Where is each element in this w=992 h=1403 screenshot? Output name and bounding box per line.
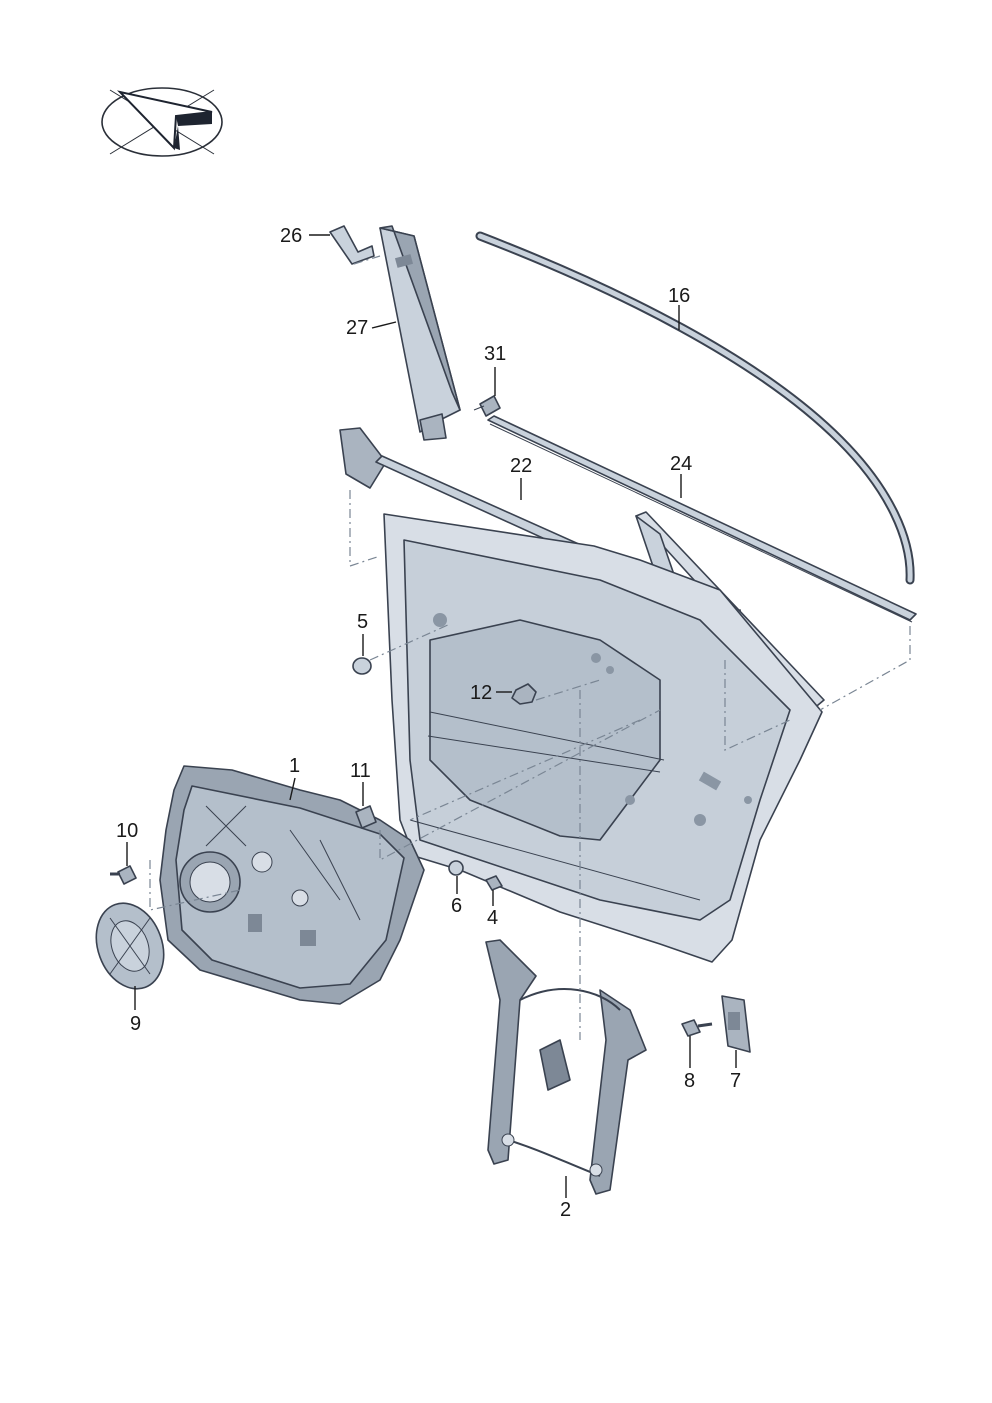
callout-7: 7 xyxy=(730,1070,741,1092)
part-7-bracket xyxy=(721,995,751,1053)
part-2-window-regulator xyxy=(485,939,647,1195)
part-24-inner-seal xyxy=(487,415,917,623)
callout-10: 10 xyxy=(116,820,138,842)
part-1-door-module xyxy=(159,765,425,1005)
part-31-screw xyxy=(473,395,501,417)
part-10-screw xyxy=(110,865,137,885)
part-6-plug xyxy=(448,860,464,876)
leader-lines xyxy=(126,234,737,1198)
callout-6: 6 xyxy=(451,895,462,917)
door-inner-panel xyxy=(383,513,823,963)
callout-4: 4 xyxy=(487,907,498,929)
part-8-bolt xyxy=(681,1019,713,1037)
part-16-window-seal xyxy=(475,231,915,585)
callout-5: 5 xyxy=(357,611,368,633)
callout-1: 1 xyxy=(289,755,300,777)
callout-8: 8 xyxy=(684,1070,695,1092)
callout-24: 24 xyxy=(670,453,692,475)
part-9-speaker-cover xyxy=(95,902,165,990)
part-27-pillar-trim xyxy=(379,225,461,441)
callout-27: 27 xyxy=(346,317,368,339)
part-12-nut xyxy=(511,683,537,705)
callout-labels: 26 27 31 16 22 24 5 12 1 11 10 9 6 4 8 7… xyxy=(116,225,741,1221)
assembly-lines xyxy=(149,255,911,1040)
part-5-grommet xyxy=(352,657,372,675)
callout-26: 26 xyxy=(280,225,302,247)
callout-16: 16 xyxy=(668,285,690,307)
callout-2: 2 xyxy=(560,1199,571,1221)
callout-31: 31 xyxy=(484,343,506,365)
part-11-clip xyxy=(355,805,377,829)
callout-12: 12 xyxy=(470,682,492,704)
callout-11: 11 xyxy=(350,760,371,782)
part-26-clip xyxy=(329,225,375,265)
view-direction-icon xyxy=(101,87,223,157)
callout-22: 22 xyxy=(510,455,532,477)
callout-9: 9 xyxy=(130,1013,141,1035)
part-4-clip xyxy=(485,875,503,891)
